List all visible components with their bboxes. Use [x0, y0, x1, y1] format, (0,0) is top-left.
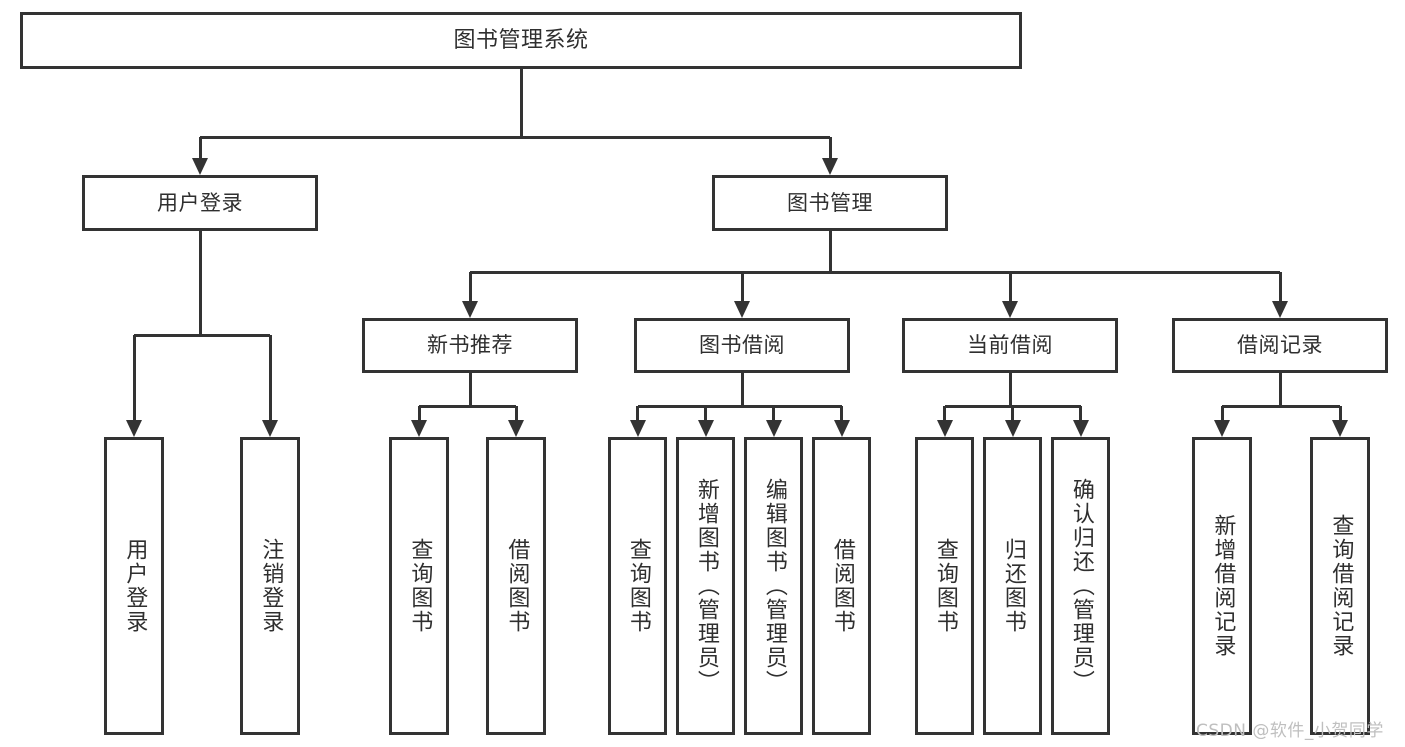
connector-bus	[134, 333, 270, 337]
connector-drop	[772, 406, 775, 420]
node-leaf-query-book-2-label: 查询图书	[625, 538, 651, 634]
node-leaf-query-book-3: 查询图书	[915, 437, 974, 735]
node-leaf-borrow-book-1-label: 借阅图书	[504, 538, 530, 634]
node-leaf-add-record: 新增借阅记录	[1192, 437, 1252, 735]
arrow-head	[508, 420, 524, 437]
node-leaf-logout: 注销登录	[240, 437, 300, 735]
connector-drop	[828, 137, 832, 158]
arrow-head	[192, 158, 208, 175]
arrow-head	[1214, 420, 1230, 437]
node-leaf-add-book-label: 新增图书（管理员）	[693, 478, 719, 694]
node-leaf-edit-book: 编辑图书（管理员）	[744, 437, 803, 735]
arrow-head	[1002, 301, 1018, 318]
node-leaf-return-book: 归还图书	[983, 437, 1042, 735]
connector-stem	[468, 373, 472, 406]
connector-drop	[268, 335, 272, 420]
node-user-login-label: 用户登录	[157, 190, 243, 215]
connector-drop	[417, 406, 421, 420]
connector-drop	[1079, 406, 1082, 420]
node-leaf-add-book: 新增图书（管理员）	[676, 437, 735, 735]
node-leaf-query-book-1: 查询图书	[389, 437, 449, 735]
connector-drop	[840, 406, 843, 420]
node-new-book-recommend-label: 新书推荐	[427, 333, 513, 358]
node-leaf-confirm-return: 确认归还（管理员）	[1051, 437, 1110, 735]
connector-drop	[704, 406, 707, 420]
arrow-head	[822, 158, 838, 175]
node-book-manage: 图书管理	[712, 175, 948, 231]
arrow-head	[833, 420, 850, 437]
node-borrow-record-label: 借阅记录	[1237, 333, 1323, 358]
node-leaf-confirm-return-label: 确认归还（管理员）	[1068, 478, 1094, 694]
connector-drop	[740, 272, 744, 301]
arrow-head	[126, 420, 142, 437]
node-new-book-recommend: 新书推荐	[362, 318, 578, 373]
node-leaf-query-record-label: 查询借阅记录	[1328, 514, 1354, 658]
node-leaf-borrow-book-2: 借阅图书	[812, 437, 871, 735]
connector-bus	[1222, 404, 1340, 408]
arrow-head	[936, 420, 953, 437]
connector-stem	[198, 231, 202, 335]
csdn-watermark: CSDN @软件_小贺同学	[1196, 721, 1384, 741]
connector-drop	[132, 335, 136, 420]
connector-bus	[470, 270, 1280, 274]
arrow-head	[629, 420, 646, 437]
node-user-login: 用户登录	[82, 175, 318, 231]
node-leaf-borrow-book-1: 借阅图书	[486, 437, 546, 735]
node-leaf-query-book-2: 查询图书	[608, 437, 667, 735]
arrow-head	[411, 420, 427, 437]
node-leaf-logout-label: 注销登录	[258, 538, 284, 634]
connector-bus	[419, 404, 516, 408]
arrow-head	[697, 420, 714, 437]
connector-drop	[1220, 406, 1224, 420]
node-book-borrow: 图书借阅	[634, 318, 850, 373]
connector-drop	[943, 406, 946, 420]
node-leaf-user-login: 用户登录	[104, 437, 164, 735]
node-root: 图书管理系统	[20, 12, 1022, 69]
connector-stem	[1008, 373, 1012, 406]
connector-drop	[1278, 272, 1282, 301]
connector-drop	[1011, 406, 1014, 420]
arrow-head	[765, 420, 782, 437]
arrow-head	[1272, 301, 1288, 318]
connector-drop	[1338, 406, 1342, 420]
node-leaf-add-record-label: 新增借阅记录	[1210, 514, 1236, 658]
node-leaf-edit-book-label: 编辑图书（管理员）	[761, 478, 787, 694]
connector-drop	[1008, 272, 1012, 301]
arrow-head	[1072, 420, 1089, 437]
node-current-borrow: 当前借阅	[902, 318, 1118, 373]
arrow-head	[734, 301, 750, 318]
connector-drop	[198, 137, 202, 158]
node-leaf-query-record: 查询借阅记录	[1310, 437, 1370, 735]
connector-drop	[468, 272, 472, 301]
node-leaf-return-book-label: 归还图书	[1000, 538, 1026, 634]
node-root-label: 图书管理系统	[453, 27, 589, 53]
node-leaf-query-book-3-label: 查询图书	[932, 538, 958, 634]
node-leaf-borrow-book-2-label: 借阅图书	[829, 538, 855, 634]
connector-drop	[636, 406, 639, 420]
connector-drop	[514, 406, 518, 420]
connector-stem	[828, 231, 832, 272]
node-leaf-user-login-label: 用户登录	[122, 538, 148, 634]
connector-stem	[740, 373, 744, 406]
connector-stem	[1278, 373, 1282, 406]
node-borrow-record: 借阅记录	[1172, 318, 1388, 373]
arrow-head	[262, 420, 278, 437]
connector-bus	[200, 135, 830, 139]
arrow-head	[462, 301, 478, 318]
connector-stem	[519, 69, 523, 137]
connector-bus	[637, 404, 842, 408]
node-current-borrow-label: 当前借阅	[967, 333, 1053, 358]
node-book-manage-label: 图书管理	[787, 190, 873, 215]
node-leaf-query-book-1-label: 查询图书	[407, 538, 433, 634]
node-book-borrow-label: 图书借阅	[699, 333, 785, 358]
arrow-head	[1332, 420, 1348, 437]
arrow-head	[1004, 420, 1021, 437]
